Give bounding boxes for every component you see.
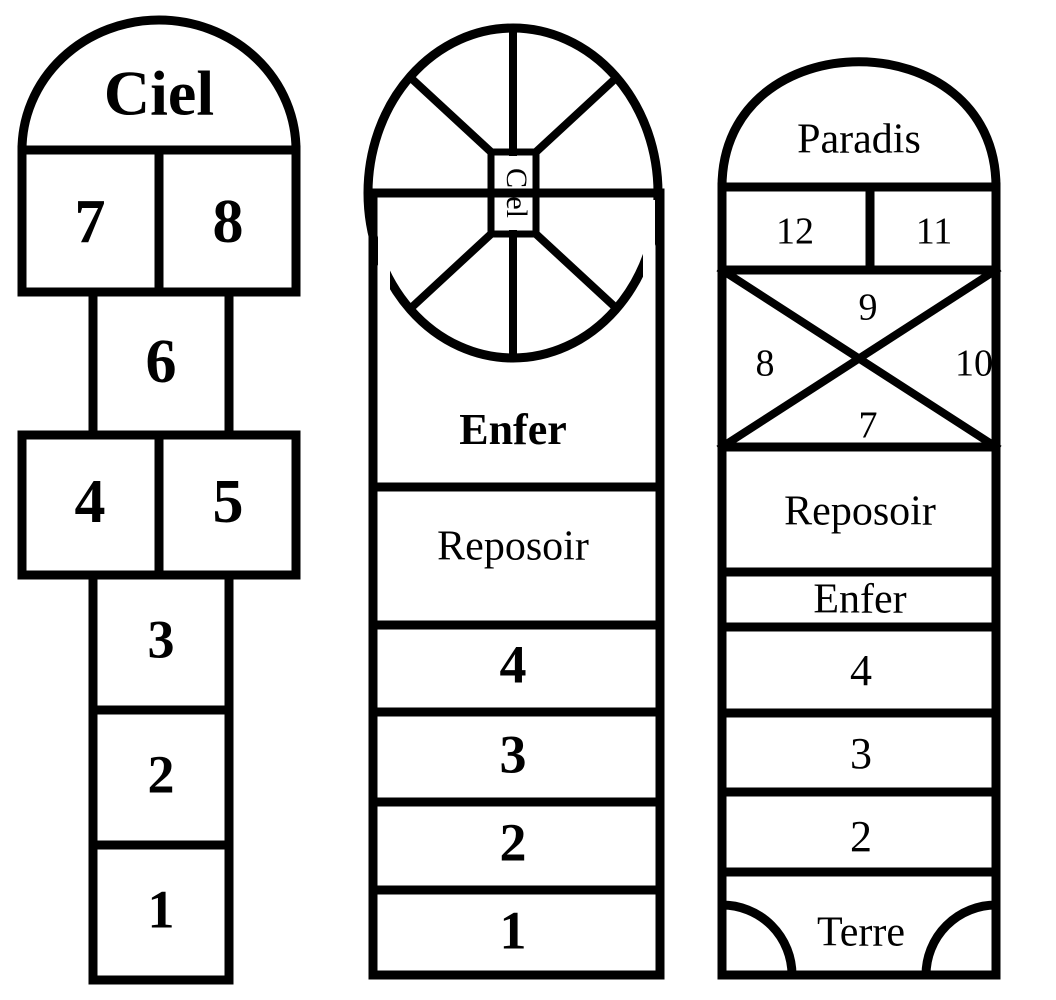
cell-label-2: 2: [850, 812, 872, 861]
cell-label-enfer: Enfer: [813, 577, 906, 623]
cell-label-8: 8: [213, 188, 244, 256]
terre-cell-outline: [717, 867, 1001, 980]
cell-label-7: 7: [75, 188, 106, 256]
diagram-marelle-paradis: Paradis 12 11 9 8 10 7 Reposoir Enfer 4 …: [716, 57, 1002, 980]
cell-label-7: 7: [859, 405, 878, 447]
cell-label-5: 5: [213, 468, 244, 536]
cell-label-2: 2: [500, 812, 527, 872]
terre-corner-arc-left: [717, 900, 797, 980]
ciel-dome-outline: [17, 15, 301, 155]
overlap-masks: [378, 200, 655, 350]
cell-label-ciel: Ciel: [104, 58, 214, 129]
cell-label-8: 8: [756, 343, 775, 385]
paradis-dome-outline: [717, 57, 1001, 192]
column-side-walls: [368, 188, 665, 492]
cell-1-outline: [368, 885, 665, 980]
cell-1-outline: [88, 840, 234, 985]
cell-label-3: 3: [500, 724, 527, 784]
cell-label-11: 11: [916, 211, 953, 253]
cell-label-4: 4: [500, 634, 527, 694]
cell-label-10: 10: [955, 343, 993, 385]
cell-label-terre: Terre: [817, 910, 905, 956]
cell-label-3: 3: [148, 609, 175, 669]
cell-label-1: 1: [500, 900, 527, 960]
cell-label-4: 4: [850, 646, 872, 695]
cell-label-12: 12: [776, 211, 814, 253]
x-block-diagonals: [716, 264, 1002, 453]
cell-label-reposoir: Reposoir: [784, 489, 936, 535]
terre-corner-arc-right: [921, 900, 1001, 980]
cell-label-reposoir: Reposoir: [437, 524, 589, 570]
diagram-marelle-simple: Ciel 7 8 6 4 5 3 2 1: [17, 15, 301, 985]
cell-label-paradis: Paradis: [797, 117, 921, 163]
cell-label-6: 6: [146, 328, 177, 396]
cell-label-2: 2: [148, 744, 175, 804]
cell-label-1: 1: [148, 879, 175, 939]
cell-label-3: 3: [850, 729, 872, 778]
diagram-marelle-ronde: Ciel Enfer Reposoir 4 3 2 1: [363, 23, 665, 980]
cell-label-ciel: Ciel: [500, 168, 533, 218]
cell-label-4: 4: [75, 468, 106, 536]
cell-label-enfer: Enfer: [459, 405, 567, 454]
cell-label-9: 9: [859, 287, 878, 329]
